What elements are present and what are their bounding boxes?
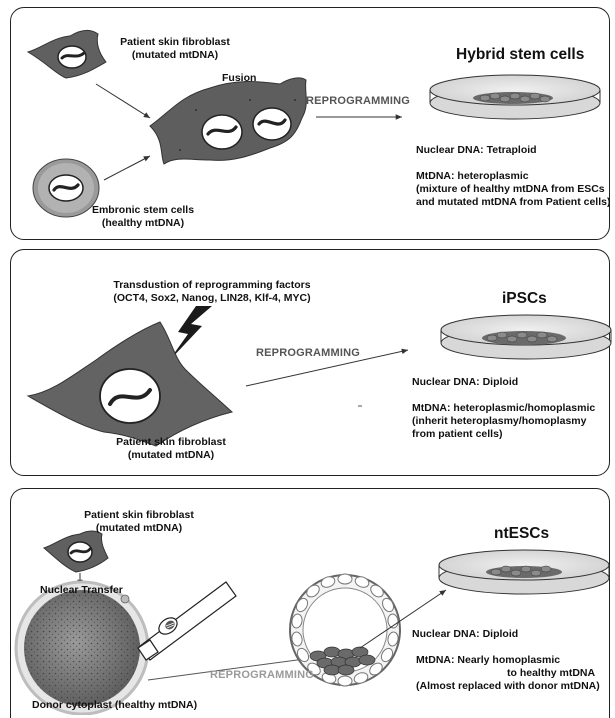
fusion-label: Fusion xyxy=(222,72,256,85)
ntesc-title: ntESCs xyxy=(494,525,549,543)
fibroblast-cell-icon xyxy=(44,531,108,572)
fused-hybrid-cell-icon xyxy=(150,78,306,164)
fibroblast-label-line2: (mutated mtDNA) xyxy=(100,49,250,62)
ipsc-title: iPSCs xyxy=(502,290,547,308)
culture-dish-icon xyxy=(430,75,600,119)
hybrid-title: Hybrid stem cells xyxy=(456,46,584,64)
micropipette-icon xyxy=(138,582,236,660)
esc-label-line1: Embronic stem cells xyxy=(68,204,218,217)
factors-line2: (OCT4, Sox2, Nanog, LIN28, Klf-4, MYC) xyxy=(72,292,352,305)
fibroblast-label-line1: Patient skin fibroblast xyxy=(64,509,214,522)
mtdna-line2: (mixture of healthy mtDNA from ESCs xyxy=(416,183,610,196)
culture-dish-icon xyxy=(441,315,611,359)
mtdna-line2: to healthy mtDNA xyxy=(507,667,595,680)
factors-label: Transdustion of reprogramming factors (O… xyxy=(72,279,352,305)
mtdna-line1: MtDNA: Nearly homoplasmic xyxy=(416,654,560,667)
fibroblast-label-line1: Patient skin fibroblast xyxy=(100,36,250,49)
factors-line1: Transdustion of reprogramming factors xyxy=(72,279,352,292)
donor-oocyte-icon xyxy=(16,582,148,714)
nuclear-dna-text: Nuclear DNA: Tetraploid xyxy=(416,144,537,157)
donor-cytoplast-label: Donor cytoplast (healthy mtDNA) xyxy=(32,699,197,712)
mtdna-line1: MtDNA: heteroplasmic xyxy=(416,170,610,183)
mtdna-line3: from patient cells) xyxy=(412,428,595,441)
mtdna-text: MtDNA: heteroplasmic (mixture of healthy… xyxy=(416,170,610,209)
fibroblast-label: Patient skin fibroblast (mutated mtDNA) xyxy=(96,436,246,462)
fibroblast-label-line2: (mutated mtDNA) xyxy=(96,449,246,462)
mtdna-line3: and mutated mtDNA from Patient cells) xyxy=(416,196,610,209)
esc-label-line2: (healthy mtDNA) xyxy=(68,217,218,230)
fibroblast-label-line1: Patient skin fibroblast xyxy=(96,436,246,449)
nuclear-dna-text: Nuclear DNA: Diploid xyxy=(412,376,518,389)
mtdna-text: MtDNA: heteroplasmic/homoplasmic (inheri… xyxy=(412,402,595,441)
nuclear-dna-text: Nuclear DNA: Diploid xyxy=(412,628,518,641)
reprogramming-label: REPROGRAMMING xyxy=(256,347,360,360)
reprogramming-label: REPROGRAMMING xyxy=(306,95,410,108)
culture-dish-icon xyxy=(439,550,609,594)
reprogramming-label: REPROGRAMMING xyxy=(210,669,314,682)
fibroblast-label-line2: (mutated mtDNA) xyxy=(64,522,214,535)
fibroblast-label: Patient skin fibroblast (mutated mtDNA) xyxy=(100,36,250,62)
esc-label: Embronic stem cells (healthy mtDNA) xyxy=(68,204,218,230)
fibroblast-cell-large-icon xyxy=(28,322,232,446)
fibroblast-cell-icon xyxy=(28,30,106,78)
fibroblast-label: Patient skin fibroblast (mutated mtDNA) xyxy=(64,509,214,535)
mtdna-line1: MtDNA: heteroplasmic/homoplasmic xyxy=(412,402,595,415)
mtdna-line3: (Almost replaced with donor mtDNA) xyxy=(416,680,600,693)
mtdna-line2: (inherit heteroplasmy/homoplasmy xyxy=(412,415,595,428)
nuclear-transfer-label: Nuclear Transfer xyxy=(40,584,123,597)
